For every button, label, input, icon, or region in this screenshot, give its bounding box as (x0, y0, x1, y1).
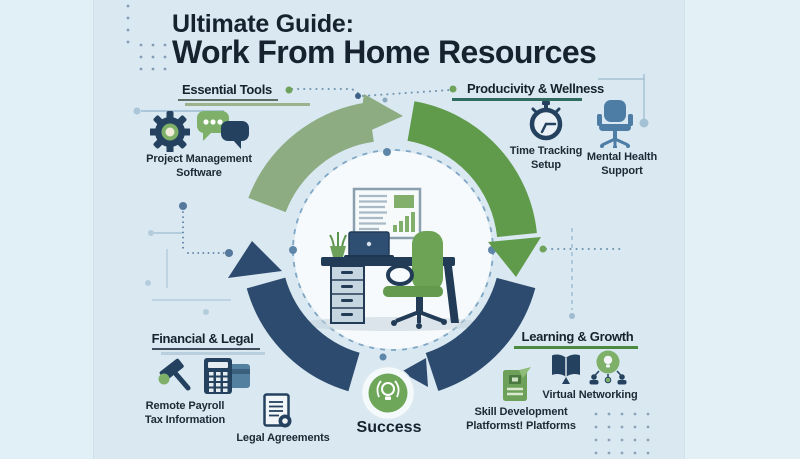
label-project-management-software: Project Management Software (146, 153, 252, 179)
underline-financial-legal (152, 348, 260, 350)
chat-bubbles-icon (197, 111, 249, 149)
idea-network-icon (589, 350, 627, 385)
page-title: Work From Home Resources (172, 34, 597, 70)
cycle-arrows (228, 94, 541, 392)
section-header-essential-tools: Essential Tools (182, 82, 272, 97)
arc-top-right-green (406, 101, 537, 238)
arrowhead-right-green (488, 237, 541, 277)
desk-plant (329, 232, 347, 257)
gavel-icon (158, 358, 191, 391)
label-time-tracking-setup: Time Tracking Setup (509, 145, 583, 171)
label-success: Success (356, 419, 422, 436)
connector-decorations (133, 74, 649, 319)
laptop (344, 231, 394, 259)
label-remote-payroll-tax: Remote Payroll Tax Information (144, 400, 226, 426)
legal-document-icon (263, 393, 292, 428)
right-panel-background (684, 0, 800, 459)
section-header-financial-legal: Financial & Legal (151, 331, 254, 346)
arrowhead-top-sage (358, 94, 403, 136)
underline-learning-growth (514, 346, 638, 349)
underline-productivity-wellness (452, 98, 582, 101)
title-dot-grid-decoration (126, 4, 167, 71)
arc-top-left-sage (248, 102, 375, 213)
home-office-desk-illustration (300, 187, 484, 331)
underline-accent-financial-legal (161, 352, 265, 355)
office-chair-icon (597, 100, 633, 148)
gear-icon (150, 111, 190, 152)
arrowhead-bottom-navy (401, 358, 428, 387)
label-skill-development-platforms: Skill Development Platformst! Platforms (466, 406, 576, 432)
title-kicker: Ultimate Guide: (172, 10, 354, 38)
calculator-card-icon (204, 358, 250, 394)
open-book-icon (552, 354, 580, 384)
section-header-learning-growth: Learning & Growth (521, 329, 634, 344)
arrowhead-left-navy (228, 241, 282, 278)
label-virtual-networking: Virtual Networking (542, 389, 638, 401)
arc-bottom-left-navy (246, 277, 361, 392)
certificate-icon (503, 367, 531, 401)
section-header-productivity-wellness: Producivity & Wellness (467, 81, 604, 96)
office-chair (383, 231, 447, 329)
desk (321, 257, 459, 324)
bottom-right-dot-grid-decoration (594, 412, 650, 455)
label-legal-agreements: Legal Agreements (236, 432, 330, 444)
stopwatch-icon (529, 101, 563, 141)
arc-bottom-right-navy (425, 277, 536, 391)
underline-accent-essential-tools (185, 103, 310, 106)
left-panel-background (0, 0, 94, 459)
underline-essential-tools (178, 99, 278, 101)
label-mental-health-support: Mental Health Support (586, 151, 658, 177)
lightbulb-badge-icon (360, 365, 416, 421)
